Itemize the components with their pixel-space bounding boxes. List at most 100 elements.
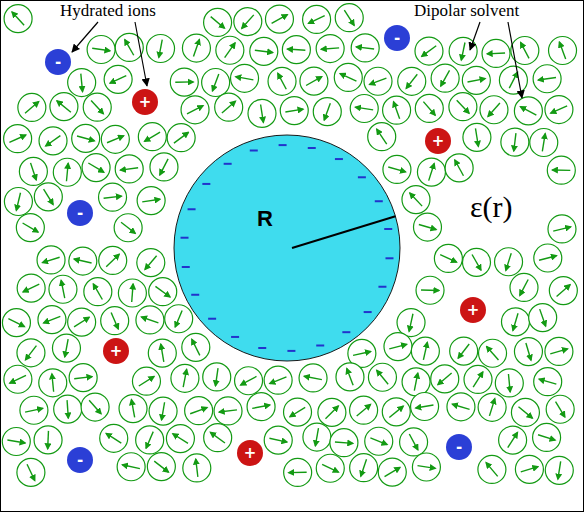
dipole-arrow <box>355 107 373 110</box>
solvent-molecule <box>265 5 293 33</box>
dipole-arrow <box>23 284 39 292</box>
solvent-molecule <box>351 34 379 62</box>
dipole-arrow <box>8 319 24 327</box>
solvent-molecule <box>284 458 312 486</box>
dipole-arrow <box>325 406 338 419</box>
solvent-molecule <box>549 37 577 65</box>
surface-charge <box>385 257 393 259</box>
surface-charge <box>224 163 232 165</box>
dipole-arrow <box>175 310 182 327</box>
dipole-arrow <box>409 314 413 332</box>
solvent-molecule <box>216 36 244 64</box>
solvent-molecule <box>449 93 477 121</box>
surface-charge <box>202 183 210 185</box>
solvent-molecule <box>4 365 32 393</box>
dipole-arrow <box>520 107 536 115</box>
solvent-molecule <box>545 96 573 124</box>
solvent-molecule <box>115 33 143 61</box>
solvent-molecule <box>39 369 67 397</box>
dipole-arrow <box>93 284 102 300</box>
solvent-molecule <box>402 186 430 214</box>
dipole-arrow <box>88 163 103 172</box>
dipole-arrow <box>521 43 529 59</box>
solvent-molecule <box>81 393 109 421</box>
solvent-molecule <box>170 68 198 96</box>
dipole-arrow <box>438 373 452 385</box>
dipole-arrow <box>173 434 188 444</box>
solvent-molecule <box>334 63 362 91</box>
solvent-molecule <box>99 183 127 211</box>
solvent-molecule <box>482 39 510 67</box>
dipole-arrow <box>111 312 118 329</box>
dipole-arrow <box>278 73 286 89</box>
dipole-arrow <box>557 285 571 297</box>
dipole-arrow <box>89 400 101 414</box>
solvent-molecule <box>378 458 406 486</box>
dipole-arrow <box>388 167 405 172</box>
dipole-arrow <box>406 74 417 88</box>
dipole-arrow <box>242 15 254 28</box>
surface-charge <box>188 208 196 210</box>
dipole-arrow <box>321 48 339 49</box>
solvent-molecule <box>101 307 129 335</box>
dipole-arrow <box>161 344 164 362</box>
solvent-molecule <box>431 365 459 393</box>
solvent-molecule <box>447 393 475 421</box>
solvent-molecule <box>412 453 440 481</box>
dipole-arrow <box>558 461 561 479</box>
dipole-arrow <box>122 465 140 469</box>
solvent-molecule <box>204 424 232 452</box>
dipole-arrow <box>526 343 531 360</box>
dipole-arrow <box>518 407 532 418</box>
dipole-arrow <box>414 373 417 391</box>
radius-line <box>292 216 395 248</box>
dipole-arrow <box>475 128 478 146</box>
dipole-arrow <box>423 102 435 116</box>
dipole-arrow <box>212 74 218 91</box>
dipole-arrow <box>74 377 92 379</box>
ion-charge: - <box>66 446 94 474</box>
solvent-molecule <box>72 124 100 152</box>
dipole-arrow <box>106 433 121 443</box>
solvent-molecule <box>546 395 574 423</box>
solvent-molecule <box>350 454 378 482</box>
dipole-arrow <box>57 101 71 112</box>
hydrated-ion: - <box>383 24 411 52</box>
surface-charge <box>287 350 295 352</box>
solvent-molecule <box>499 66 527 94</box>
dipole-arrow <box>322 464 338 472</box>
solvent-molecule <box>204 8 232 36</box>
solvent-molecule <box>335 4 363 32</box>
solvent-molecule <box>364 67 392 95</box>
surface-charge <box>250 150 258 152</box>
solvent-molecule <box>480 96 508 124</box>
solvent-molecule <box>87 36 115 64</box>
solvent-molecule <box>514 97 542 125</box>
surface-charge <box>364 311 372 313</box>
dipole-arrow <box>421 289 439 291</box>
solvent-molecule <box>368 363 396 391</box>
ion-body <box>237 440 263 466</box>
dipole-arrow <box>416 405 434 408</box>
dipole-arrow <box>506 253 511 270</box>
solvent-molecule <box>515 455 543 483</box>
solvent-molecule <box>300 67 328 95</box>
solvent-molecule <box>16 214 44 242</box>
dipole-arrow <box>287 49 305 50</box>
solvent-molecule <box>549 277 577 305</box>
solvent-molecule <box>49 275 77 303</box>
dipole-arrow <box>139 376 154 386</box>
solvent-molecule <box>17 458 45 486</box>
dipole-arrow <box>255 50 273 52</box>
solvent-molecule <box>114 214 142 242</box>
solvent-molecule <box>450 337 478 365</box>
ion-body <box>45 49 71 75</box>
solvent-molecule <box>533 423 561 451</box>
solvent-molecule <box>384 333 412 361</box>
dipole-arrow <box>472 254 481 270</box>
dipole-arrow <box>521 467 538 472</box>
solvent-molecule <box>547 156 575 184</box>
dipole-arrow <box>132 284 133 302</box>
dipole-arrow <box>16 193 20 211</box>
solvent-molecule <box>34 183 62 211</box>
